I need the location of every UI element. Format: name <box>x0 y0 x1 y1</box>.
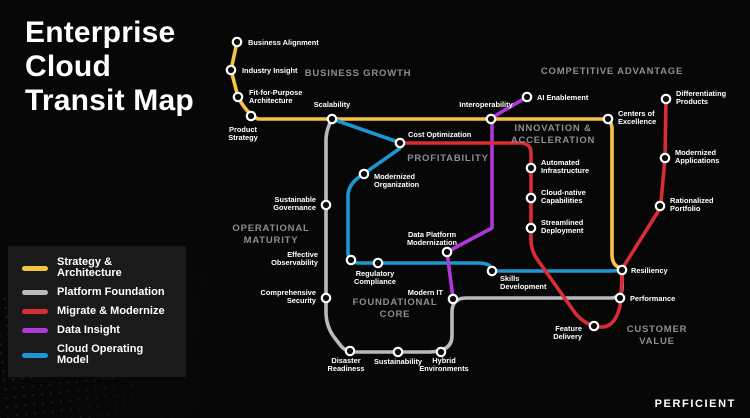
station-label-scalability: Scalability <box>314 100 351 109</box>
station-product-strategy <box>245 110 257 122</box>
station-label-sustainability: Sustainability <box>374 357 423 366</box>
station-rationalized-portfolio <box>654 200 666 212</box>
page-title: Enterprise Cloud Transit Map <box>25 16 194 118</box>
station-regulatory-compliance <box>372 257 384 269</box>
station-disaster-readiness <box>344 345 356 357</box>
legend-label-migrate-modernize: Migrate & Modernize <box>57 305 165 317</box>
station-resiliency <box>616 264 628 276</box>
legend-item-migrate-modernize: Migrate & Modernize <box>22 306 172 317</box>
station-differentiating-products <box>660 93 672 105</box>
station-label-resiliency: Resiliency <box>631 266 668 275</box>
legend-swatch-data-insight <box>22 328 48 333</box>
legend-label-strategy-architecture: Strategy & Architecture <box>57 256 122 279</box>
station-modern-it <box>447 293 459 305</box>
station-skills-development <box>486 265 498 277</box>
station-sustainable-governance <box>320 199 332 211</box>
legend-item-cloud-operating-model: Cloud Operating Model <box>22 344 172 366</box>
station-effective-observability <box>345 254 357 266</box>
transit-line-migrate-modernize <box>398 97 668 329</box>
legend-item-data-insight: Data Insight <box>22 325 172 336</box>
legend-label-data-insight: Data Insight <box>57 324 120 336</box>
station-comprehensive-security <box>320 292 332 304</box>
region-label-profitability: PROFITABILITY <box>407 153 488 164</box>
perficient-logo: PERFICIENT <box>654 398 736 410</box>
station-interoperability <box>485 113 497 125</box>
legend-label-platform-foundation: Platform Foundation <box>57 286 165 298</box>
transit-line-platform-foundation <box>324 117 624 354</box>
station-performance <box>614 292 626 304</box>
station-label-business-alignment: Business Alignment <box>248 38 319 47</box>
station-modernized-organization <box>358 168 370 180</box>
station-industry-insight <box>225 64 237 76</box>
title-line-3: Transit Map <box>25 83 194 117</box>
legend-swatch-cloud-operating-model <box>22 352 48 358</box>
station-label-industry-insight: Industry Insight <box>242 66 298 75</box>
station-label-ai-enablement: AI Enablement <box>537 93 589 102</box>
legend-swatch-platform-foundation <box>22 290 48 295</box>
station-modernized-applications <box>659 152 671 164</box>
region-label-business-growth: BUSINESS GROWTH <box>305 68 411 79</box>
legend-item-platform-foundation: Platform Foundation <box>22 287 172 298</box>
station-data-platform-modernization <box>441 246 453 258</box>
title-line-1: Enterprise <box>25 16 176 49</box>
legend-item-strategy-architecture: Strategy & Architecture <box>22 257 172 279</box>
station-label-performance: Performance <box>630 294 675 303</box>
station-centers-of-excellence <box>602 113 614 125</box>
title-line-2: Cloud <box>25 49 111 83</box>
region-label-innovation-acceleration: INNOVATION &ACCELERATION <box>511 123 595 146</box>
station-hybrid-environments <box>435 346 447 358</box>
legend: Strategy & Architecture Platform Foundat… <box>8 246 186 377</box>
station-cloud-native-capabilities <box>525 192 537 204</box>
region-label-competitive-advantage: COMPETITIVE ADVANTAGE <box>541 66 683 77</box>
station-automated-infrastructure <box>525 162 537 174</box>
station-business-alignment <box>231 36 243 48</box>
station-sustainability <box>392 346 404 358</box>
station-label-interoperability: Interoperability <box>459 100 513 109</box>
legend-swatch-migrate-modernize <box>22 309 48 314</box>
legend-label-cloud-operating-model: Cloud Operating Model <box>57 343 144 366</box>
station-scalability <box>326 113 338 125</box>
station-ai-enablement <box>521 91 533 103</box>
station-cost-optimization <box>394 137 406 149</box>
station-label-cost-optimization: Cost Optimization <box>408 130 472 139</box>
station-fit-for-purpose-architecture <box>232 91 244 103</box>
legend-swatch-strategy-architecture <box>22 265 48 271</box>
station-streamlined-deployment <box>525 222 537 234</box>
station-label-modern-it: Modern IT <box>408 288 444 297</box>
station-feature-delivery <box>588 320 600 332</box>
